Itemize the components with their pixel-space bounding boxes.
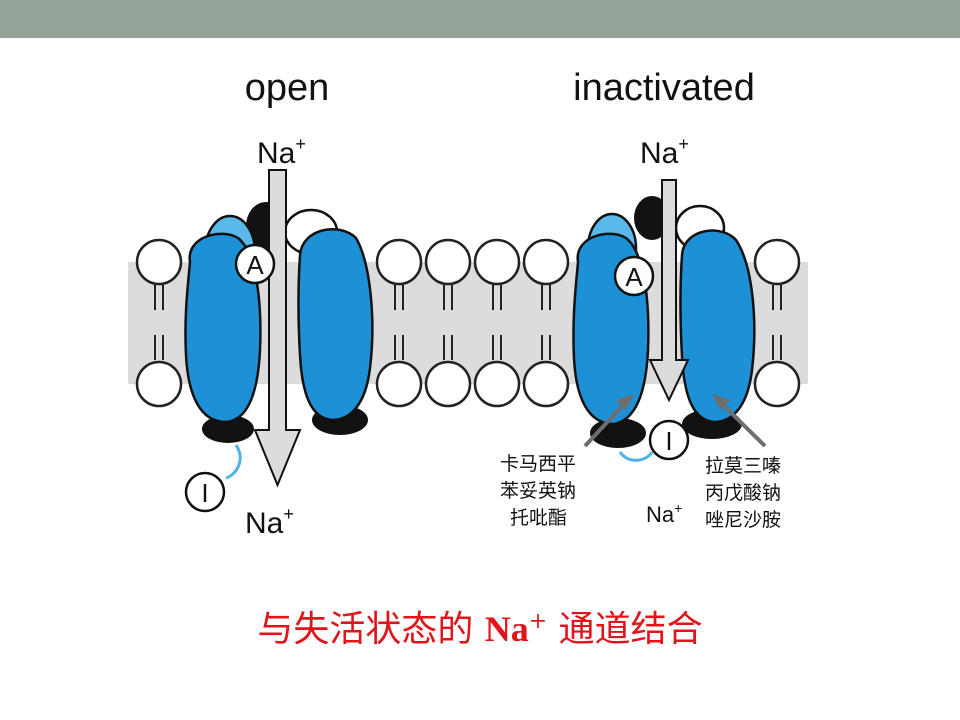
drug-left-2: 苯妥英钠 xyxy=(500,480,576,502)
open-state-label: open xyxy=(245,67,330,109)
inactivated-channel: A I xyxy=(572,179,767,462)
inactivated-na-bottom-label: Na+ xyxy=(646,500,682,527)
drug-right-1: 拉莫三嗪 xyxy=(705,455,781,477)
caption-post: 通道结合 xyxy=(547,609,703,650)
caption-ion: Na xyxy=(484,609,529,649)
inactivated-activation-gate xyxy=(613,255,655,297)
inactivated-inactivation-gate xyxy=(648,419,690,461)
inactivated-channel-ion-arrow xyxy=(648,179,690,403)
open-inactivation-tether xyxy=(225,444,242,480)
open-channel: A I xyxy=(184,169,374,513)
drug-binding-arrows xyxy=(583,394,767,448)
caption-charge: + xyxy=(528,609,548,634)
open-channel-right-subunit xyxy=(297,228,374,422)
caption-pre: 与失活状态的 xyxy=(257,609,485,650)
open-activation-gate xyxy=(234,243,276,285)
open-gate-i-label: I xyxy=(201,478,208,508)
drug-left-3: 托吡酯 xyxy=(510,507,567,529)
lipid-heads xyxy=(135,238,801,408)
open-na-bottom-label: Na+ xyxy=(245,504,294,540)
open-channel-bottom-cap-left xyxy=(202,415,254,443)
slide-caption: 与失活状态的 Na+ 通道结合 xyxy=(0,600,960,652)
open-inactivation-gate xyxy=(184,471,226,513)
drug-list-left: 卡马西平 苯妥英钠 托吡酯 xyxy=(500,453,576,529)
drug-right-3: 唑尼沙胺 xyxy=(705,509,781,531)
drug-list-right: 拉莫三嗪 丙戊酸钠 唑尼沙胺 xyxy=(705,455,781,531)
open-na-top-label: Na+ xyxy=(257,134,306,170)
lipid-tails xyxy=(154,285,782,360)
inactivated-gate-i-label: I xyxy=(665,426,672,456)
inactivated-gate-a-label: A xyxy=(625,262,643,292)
header-bar xyxy=(0,0,960,38)
open-gate-a-label: A xyxy=(246,250,264,280)
inactivated-channel-right-subunit xyxy=(679,229,756,424)
drug-right-2: 丙戊酸钠 xyxy=(705,482,781,504)
inactivated-na-top-label: Na+ xyxy=(640,134,689,170)
inactivated-inactivation-tether xyxy=(618,451,654,462)
open-channel-ion-arrow xyxy=(253,169,302,488)
inactivated-state-label: inactivated xyxy=(573,67,755,109)
open-channel-left-subunit xyxy=(184,232,262,424)
drug-left-1: 卡马西平 xyxy=(500,453,576,475)
